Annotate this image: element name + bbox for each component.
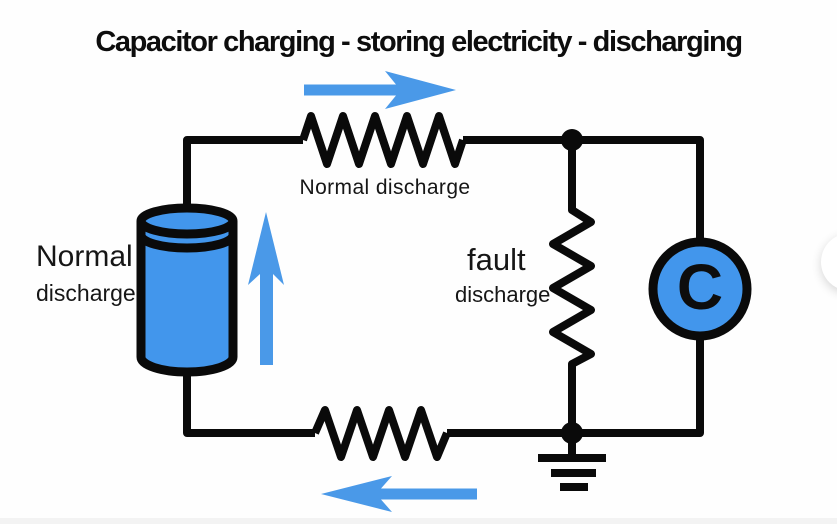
wire-top-left (183, 136, 303, 210)
battery-label-line2: discharge (36, 280, 136, 306)
ground-symbol (538, 454, 606, 491)
capacitor-letter: C (676, 251, 724, 323)
battery-cell-rim (136, 220, 238, 239)
wire-top-right (463, 136, 704, 240)
battery-cell-band (136, 234, 238, 253)
top-resistor-label: Normal discharge (299, 176, 471, 199)
resistor-bottom (311, 406, 451, 461)
bottom-edge-strip (0, 518, 837, 524)
junction-dot-top (561, 129, 583, 151)
capacitor-circle (648, 237, 752, 341)
wire-right-lower (447, 338, 704, 437)
resistor-fault (549, 140, 595, 433)
fault-label-line1: fault (467, 242, 526, 277)
junction-dot-bottom (561, 422, 583, 444)
ground-bar-2 (551, 469, 596, 477)
ground-bar-1 (538, 454, 606, 462)
current-arrow-up-icon (248, 212, 284, 365)
ground-bar-3 (560, 483, 588, 491)
diagram-title: Capacitor charging - storing electricity… (95, 26, 743, 58)
current-arrow-right-icon (304, 71, 456, 109)
current-arrow-left-icon (321, 476, 477, 512)
battery-cell (136, 203, 238, 377)
fault-label-line2: discharge (455, 282, 551, 307)
battery-label-line1: Normal (36, 240, 133, 273)
edge-overlay-button[interactable] (821, 233, 837, 291)
wire-bottom-left (183, 372, 315, 437)
resistor-top (299, 112, 467, 168)
